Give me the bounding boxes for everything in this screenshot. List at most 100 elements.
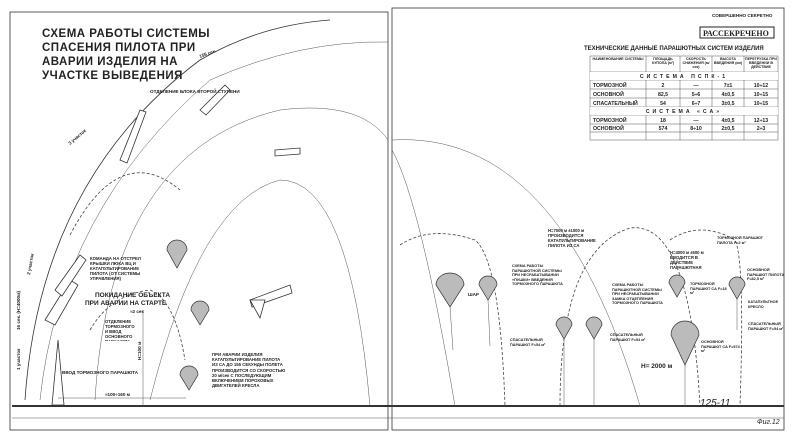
drag-chute-intro-label: ВВОД ТОРМОЗНОГО ПАРАШЮТА [62,370,139,375]
distance-label: ≈100÷160 м [105,392,131,397]
diagram-title: СХЕМА РАБОТЫ СИСТЕМЫ СПАСЕНИЯ ПИЛОТА ПРИ… [42,28,210,82]
seat-text: КАТАПУЛЬТНОЕ КРЕСЛО [748,300,779,309]
header-cell: ВЫСОТА ВВЕДЕНИЯ (км) [713,57,743,65]
main-chute-intro-note: ОТДЕЛЕНИЕ ТОРМОЗНОГО И ВВОД ОСНОВНОГО ПА… [105,319,135,341]
hook-label: ШАР [468,292,479,297]
command-note-text: КОМАНДА НА ОТСТРЕЛ КРЫШКИ ЛЮКА ВЦ И КАТА… [90,256,141,281]
title-line: СПАСЕНИЯ ПИЛОТА ПРИ [42,42,196,54]
table-cell: 18 [660,118,666,124]
table-cell: ОСНОВНОЙ [593,90,624,98]
scheme-2-text: СХЕМА РАБОТЫ ПАРАШЮТНОЙ СИСТЕМЫ ПРИ НЕСР… [612,283,663,306]
reserve-chute-a-text: СПАСАТЕЛЬНЫЙ ПАРАШЮТ F=54 м² [510,338,546,347]
h7000-text: Н=7000 м ±1000 м ПРОИЗВОДИТСЯ КАТАПУЛЬТИ… [548,228,596,248]
table-cell: 2 [662,83,665,89]
stage-2-label: 2 участок [26,252,35,275]
launch-abort-arc [89,289,186,361]
descent-arc [391,139,641,407]
table-row: ОСНОВНОЙ 574 8÷10 2±0,5 2÷3 [593,124,765,132]
header-cell: СКОРОСТЬ СНИЖЕНИЯ (м/сек) [682,57,710,69]
section-pspk1: СИСТЕМА ПСПК-1 [640,74,728,80]
table-cell: — [693,83,699,89]
launch-abort-title: ПОКИДАНИЕ ОБЪЕКТА [95,292,170,299]
pilot-ejection-text: ПРИ АВАРИИ ИЗДЕЛИЯ КАТАПУЛЬТИРОВАНИЕ ПИЛ… [212,352,286,389]
header-cell: ПЛОЩАДЬ КУПОЛА (м²) [651,57,675,65]
scheme-1-note: СХЕМА РАБОТЫ ПАРАШЮТНОЙ СИСТЕМЫ ПРИ НЕСР… [512,264,563,287]
table-cell: 2÷3 [757,126,766,132]
time-2-label: ≈2 сек [130,309,144,314]
stage-1-label: 1 участок [16,348,21,370]
arc-line [149,179,371,407]
figure-number: Фиг.12 [757,419,780,426]
section-sa: СИСТЕМА «СА» [646,109,722,115]
table-title: ТЕХНИЧЕСКИЕ ДАННЫЕ ПАРАШЮТНЫХ СИСТЕМ ИЗД… [584,46,764,52]
table-cell: 6÷7 [692,101,701,107]
height-2000-label: Н= 2000 м [641,363,673,370]
table-cell: 10÷15 [754,101,769,107]
table-cell: ТОРМОЗНОЙ [593,81,627,89]
stage-3-label: 3 участок [67,128,87,146]
declassified-stamp [699,26,775,39]
arc-line [94,107,389,401]
reserve-chute-b-text: СПАСАТЕЛЬНЫЙ ПАРАШЮТ F=54 м² [610,333,646,342]
reserve-chute-b-note: СПАСАТЕЛЬНЫЙ ПАРАШЮТ F=54 м² [610,333,646,342]
main-chute-intro-text: ОТДЕЛЕНИЕ ТОРМОЗНОГО И ВВОД ОСНОВНОГО ПА… [105,319,135,341]
reserve-chute-a-note: СПАСАТЕЛЬНЫЙ ПАРАШЮТ F=54 м² [510,338,546,347]
title-line: АВАРИИ ИЗДЕЛИЯ НА [42,56,178,68]
drag-sa-text: ТОРМОЗНОЙ ПАРАШЮТ СА F=18 м² [690,282,727,296]
table-cell: 4±0,5 [722,92,735,98]
h4000-note: Н=4000 м ±500 м ВВОДИТСЯ В ДЕЙСТВИЕ ПАРА… [670,250,704,270]
left-page-border [9,11,389,431]
ejection-arc-1 [69,172,181,236]
reserve-chute-c-text: СПАСАТЕЛЬНЫЙ ПАРАШЮТ F=54 м² [748,322,784,331]
document-number: 125-11 [700,398,730,409]
table-cell: ОСНОВНОЙ [593,124,624,132]
scheme-2-note: СХЕМА РАБОТЫ ПАРАШЮТНОЙ СИСТЕМЫ ПРИ НЕСР… [612,283,663,306]
title-line: СХЕМА РАБОТЫ СИСТЕМЫ [42,28,210,40]
main-pilot-text: ОСНОВНОЙ ПАРАШЮТ ПИЛОТА F=82,5 м² [747,268,785,282]
parachute-icon [166,239,746,406]
separation-label: ОТДЕЛЕНИЕ БЛОКА ВТОРОЙ СТУПЕНИ [150,87,240,94]
arc-line [391,149,456,407]
height-100-label: Н=100 м [137,341,142,360]
time-16-label: 16 сек. (Н=4000м) [16,291,21,330]
rocket-icon [44,84,301,406]
drag-pilot-note: ТОРМОЗНОЙ ПАРАШЮТ ПИЛОТА F=2 м² [717,236,764,245]
table-cell: 3±0,5 [722,101,735,107]
launch-trajectory [24,19,331,401]
drag-sa-note: ТОРМОЗНОЙ ПАРАШЮТ СА F=18 м² [690,282,727,296]
right-page-border [391,7,785,431]
ejection-arc-2 [399,233,506,407]
declassified-stamp-text: РАССЕКРЕЧЕНО [703,29,769,38]
reserve-chute-c-note: СПАСАТЕЛЬНЫЙ ПАРАШЮТ F=54 м² [748,322,784,331]
scheme-1-text: СХЕМА РАБОТЫ ПАРАШЮТНОЙ СИСТЕМЫ ПРИ НЕСР… [512,264,563,287]
table-cell: 54 [660,101,666,107]
drag-pilot-text: ТОРМОЗНОЙ ПАРАШЮТ ПИЛОТА F=2 м² [717,236,764,245]
table-cell: — [693,118,699,124]
pilot-ejection-note: ПРИ АВАРИИ ИЗДЕЛИЯ КАТАПУЛЬТИРОВАНИЕ ПИЛ… [212,352,286,389]
table-cell: 2±0,5 [722,126,735,132]
table-cell: 4±0,5 [722,118,735,124]
table-cell: 10÷15 [754,92,769,98]
parachute-data-table: СОВЕРШЕННО СЕКРЕТНО РАССЕКРЕЧЕНО ТЕХНИЧЕ… [584,13,779,141]
command-note: КОМАНДА НА ОТСТРЕЛ КРЫШКИ ЛЮКА ВЦ И КАТА… [90,256,141,281]
table-cell: СПАСАТЕЛЬНЫЙ [593,99,638,107]
main-pilot-note: ОСНОВНОЙ ПАРАШЮТ ПИЛОТА F=82,5 м² [747,268,785,282]
main-sa-text: ОСНОВНОЙ ПАРАШЮТ СА F=574 м² [701,340,740,354]
header-cell: НАИМЕНОВАНИЕ СИСТЕМЫ [592,57,644,61]
seat-note: КАТАПУЛЬТНОЕ КРЕСЛО [748,300,779,309]
table-cell: 574 [659,126,668,132]
table-header-row: НАИМЕНОВАНИЕ СИСТЕМЫ ПЛОЩАДЬ КУПОЛА (м²)… [592,57,777,69]
table-cell: 7±1 [724,83,733,89]
header-cell: ПЕРЕГРУЗКА ПРИ ВВЕДЕНИИ В ДЕЙСТВИЕ [745,57,777,69]
table-cell: 8÷10 [690,126,702,132]
table-cell: 12÷13 [754,118,769,124]
h4000-text: Н=4000 м ±500 м ВВОДИТСЯ В ДЕЙСТВИЕ ПАРА… [670,250,704,270]
title-line: УЧАСТКЕ ВЫВЕДЕНИЯ [42,70,183,82]
table-cell: 5÷6 [692,92,701,98]
secret-label: СОВЕРШЕННО СЕКРЕТНО [712,13,773,18]
table-row: СПАСАТЕЛЬНЫЙ 54 6÷7 3±0,5 10÷15 [593,99,768,107]
